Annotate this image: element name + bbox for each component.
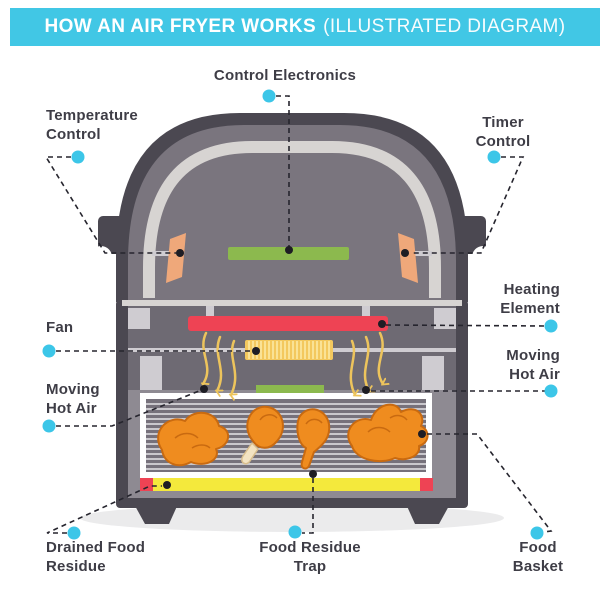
anchor-dot-drained-food-residue [163, 481, 171, 489]
anchor-dot-food-basket [418, 430, 426, 438]
label-food-basket-line1: Food [519, 539, 557, 556]
label-control-electronics: Control Electronics [214, 66, 356, 85]
drained-residue-left [140, 478, 153, 491]
hot-air-arrows [203, 331, 383, 395]
label-heating-element: Heating Element [500, 280, 560, 318]
callout-dot-fan [42, 344, 56, 358]
anchor-dot-control-electronics [285, 246, 293, 254]
drumstick-bone [241, 442, 259, 465]
anchor-dot-food-residue-trap [309, 470, 317, 478]
connector-control-electronics [276, 95, 290, 247]
label-control-electronics-text: Control Electronics [213, 67, 357, 84]
connector-timer-control [410, 156, 525, 254]
dome-light-band [143, 141, 441, 298]
callout-dot-moving-hot-air-right [544, 384, 558, 398]
connector-food-basket [427, 433, 553, 533]
label-drained-food-residue-line2: Residue [46, 558, 106, 575]
callout-dot-control-electronics [262, 89, 276, 103]
connector-drained-food-residue [46, 485, 162, 534]
label-temperature-control: Temperature Control [46, 106, 138, 144]
callout-dot-food-basket [530, 526, 544, 540]
label-moving-hot-air-right-line2: Hot Air [509, 366, 560, 383]
anchor-dot-heating-element [378, 320, 386, 328]
chicken-drumstick-left [246, 405, 284, 449]
label-timer-control-line2: Control [475, 133, 531, 150]
heating-element-bar [188, 316, 388, 331]
callout-dot-timer-control [487, 150, 501, 164]
label-temperature-control-line2: Control [46, 126, 101, 143]
right-hinge-ear [460, 216, 486, 254]
floor-shadow [80, 504, 504, 532]
food-residue-tray [140, 478, 433, 491]
label-food-residue-trap: Food Residue Trap [259, 538, 361, 576]
label-food-residue-trap-line2: Trap [293, 558, 327, 575]
chicken-roast [347, 403, 429, 463]
label-drained-food-residue: Drained Food Residue [46, 538, 145, 576]
drained-residue-right [420, 478, 433, 491]
label-food-basket-line2: Basket [512, 558, 564, 575]
left-hinge-ear [98, 216, 124, 254]
label-heating-element-line1: Heating [503, 281, 560, 298]
label-food-residue-trap-line1: Food Residue [259, 539, 361, 556]
callout-connectors [44, 95, 553, 534]
label-food-basket: Food Basket [513, 538, 563, 576]
label-drained-food-residue-line1: Drained Food [46, 539, 146, 556]
callout-dot-temperature-control [71, 150, 85, 164]
title-text-bold: HOW AN AIR FRYER WORKS [44, 16, 317, 37]
anchor-dots [163, 246, 426, 489]
label-heating-element-line2: Element [500, 300, 560, 317]
connector-food-residue-trap [302, 478, 314, 534]
left-ear-notch [90, 246, 112, 268]
callout-dot-heating-element [544, 319, 558, 333]
label-timer-control-line1: Timer [482, 114, 524, 131]
fryer-feet [134, 504, 450, 524]
callout-dots [42, 89, 558, 540]
timer-knob [398, 233, 432, 283]
anchor-dot-moving-hot-air-left [200, 385, 208, 393]
label-fan-text: Fan [46, 319, 74, 336]
anchor-dot-temperature-control [176, 249, 184, 257]
callout-dot-moving-hot-air-left [42, 419, 56, 433]
chicken-drumstick-right [296, 408, 331, 470]
label-temperature-control-line1: Temperature [46, 107, 138, 124]
chicken-wing [157, 411, 229, 467]
label-timer-control: Timer Control [476, 113, 531, 151]
anchor-dot-timer-control [401, 249, 409, 257]
label-moving-hot-air-right-line1: Moving [506, 347, 560, 364]
label-moving-hot-air-left-line2: Hot Air [46, 400, 97, 417]
chicken-pieces [157, 403, 429, 470]
anchor-dot-fan [252, 347, 260, 355]
title-banner: HOW AN AIR FRYER WORKS (ILLUSTRATED DIAG… [10, 8, 600, 46]
label-moving-hot-air-right: Moving Hot Air [506, 346, 560, 384]
connector-moving-hot-air-left [56, 390, 200, 427]
temperature-knob [152, 233, 186, 283]
label-moving-hot-air-left-line1: Moving [46, 381, 100, 398]
label-fan: Fan [46, 318, 73, 337]
connector-temperature-control [44, 156, 176, 254]
anchor-dot-moving-hot-air-right [362, 386, 370, 394]
callout-dot-drained-food-residue [67, 526, 81, 540]
callout-dot-food-residue-trap [288, 525, 302, 539]
title-text-light: (ILLUSTRATED DIAGRAM) [323, 16, 566, 37]
right-ear-notch [472, 246, 494, 268]
label-moving-hot-air-left: Moving Hot Air [46, 380, 100, 418]
dome-interior [128, 125, 456, 302]
